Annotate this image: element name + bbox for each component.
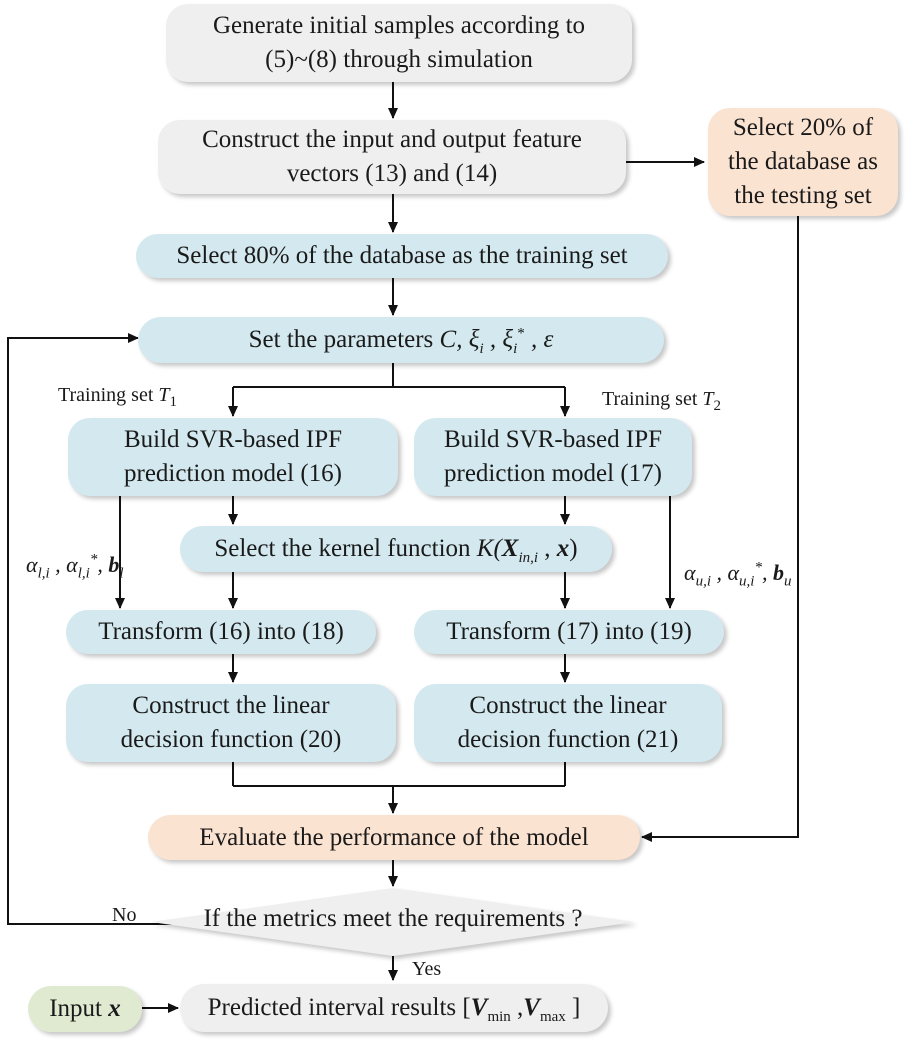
kernel-function-label: Select the kernel function K(Xin,i , x)	[214, 532, 577, 566]
alpha-right-label: αu,i , αu,i*, bu	[684, 559, 792, 590]
build-right-line2: prediction model (17)	[444, 460, 662, 487]
transform-right-box: Transform (17) into (19)	[414, 610, 724, 654]
build-model-right-box: Build SVR-based IPF prediction model (17…	[414, 418, 692, 496]
alpha-l-star: α	[66, 552, 78, 577]
generate-samples-box: Generate initial samples according to (5…	[166, 4, 632, 82]
decision-function-left-box: Construct the linear decision function (…	[66, 684, 396, 762]
kernel-prefix: Select the kernel function	[214, 535, 477, 562]
decision-function-right-box: Construct the linear decision function (…	[414, 684, 722, 762]
transform-right-label: Transform (17) into (19)	[446, 618, 692, 645]
decision-left-line2: decision function (20)	[120, 726, 342, 753]
construct-vectors-box: Construct the input and output feature v…	[158, 120, 626, 194]
training-t2-sub: 2	[713, 398, 722, 414]
results-v2-sub: max	[539, 1009, 566, 1025]
alpha-u-star-sub: u,i	[739, 573, 755, 590]
generate-line2: (5)~(8) through simulation	[265, 46, 533, 73]
decision-left-line1: Construct the linear	[132, 692, 330, 719]
training-t1-sub: 1	[169, 394, 178, 410]
yes-label: Yes	[412, 958, 442, 980]
testing-set-line2: the database as	[728, 148, 878, 175]
results-v1-sub: min	[487, 1009, 511, 1025]
b-u-sub: u	[783, 573, 792, 590]
build-model-left-box: Build SVR-based IPF prediction model (16…	[68, 418, 398, 496]
alpha-u-sep: ,	[710, 560, 728, 585]
kernel-x: x	[556, 535, 570, 562]
training-set-t2-label: Training set T2	[602, 388, 722, 414]
alpha-u-star: α	[727, 560, 740, 585]
evaluate-label: Evaluate the performance of the model	[199, 823, 589, 851]
kernel-close: )	[569, 535, 578, 562]
results-v2: V	[523, 994, 540, 1021]
training-t1-var: T	[158, 384, 170, 406]
set-parameters-label: Set the parameters C, ξi , ξi* , ε	[249, 323, 554, 357]
testing-set-box: Select 20% of the database as the testin…	[708, 108, 898, 216]
results-prefix: Predicted interval results [	[207, 994, 471, 1021]
generate-line1: Generate initial samples according to	[212, 12, 586, 39]
set-parameters-box: Set the parameters C, ξi , ξi* , ε	[138, 317, 664, 363]
alpha-l-sub: l,i	[37, 565, 50, 582]
param-xi-star: , ξ	[483, 326, 514, 353]
predicted-results-box: Predicted interval results [Vmin ,Vmax ]	[180, 984, 608, 1032]
training-t2-text: Training set	[602, 388, 703, 410]
build-left-line1: Build SVR-based IPF	[123, 426, 343, 453]
transform-left-box: Transform (16) into (18)	[66, 610, 376, 654]
kernel-func: K(	[476, 535, 502, 562]
param-epsilon: , ε	[524, 326, 554, 353]
alpha-u: α	[684, 560, 696, 585]
construct-vectors-line2: vectors (13) and (14)	[286, 160, 498, 187]
build-right-line1: Build SVR-based IPF	[443, 426, 663, 453]
kernel-X: X	[501, 535, 519, 562]
arrow-testing-to-evaluate	[641, 216, 799, 842]
testing-set-line3: the testing set	[734, 182, 872, 209]
input-x-box: Input x	[28, 986, 142, 1032]
param-xi-sub: i	[479, 341, 484, 357]
decision-diamond	[151, 888, 635, 956]
results-v1: V	[470, 994, 488, 1021]
results-label: Predicted interval results [Vmin ,Vmax ]	[208, 991, 581, 1025]
b-u: b	[772, 560, 784, 585]
decision-right-line1: Construct the linear	[469, 692, 667, 719]
training-t2-var: T	[702, 388, 714, 410]
transform-left-label: Transform (16) into (18)	[98, 618, 344, 645]
testing-set-line1: Select 20% of	[732, 114, 874, 141]
build-left-line2: prediction model (16)	[124, 460, 342, 487]
training-t1-text: Training set	[58, 384, 159, 406]
kernel-function-box: Select the kernel function K(Xin,i , x)	[180, 526, 612, 572]
b-l: b	[108, 552, 120, 577]
training-set-t1-label: Training set T1	[58, 384, 178, 410]
alpha-l: α	[26, 552, 38, 577]
kernel-X-sub: in,i	[518, 550, 539, 566]
training-set-box: Select 80% of the database as the traini…	[136, 234, 668, 278]
alpha-left-label: αl,i , αl,i*, bl	[26, 551, 124, 582]
kernel-comma: ,	[538, 535, 557, 562]
arrow-no-loop-to-params	[7, 333, 183, 925]
b-l-sub: l	[119, 565, 124, 582]
param-c-xi: C, ξ	[439, 326, 480, 353]
alpha-l-sep: ,	[49, 552, 67, 577]
alpha-l-star-sup: *	[89, 551, 98, 568]
construct-vectors-line1: Construct the input and output feature	[202, 126, 582, 153]
results-close: ]	[565, 994, 581, 1021]
training-set-label: Select 80% of the database as the traini…	[176, 242, 628, 269]
alpha-u-sub: u,i	[695, 573, 711, 590]
param-star: *	[517, 325, 525, 342]
decision-right-line2: decision function (21)	[457, 726, 679, 753]
alpha-l-star-sub: l,i	[77, 565, 90, 582]
alpha-u-star-sup: *	[754, 559, 762, 576]
input-x-label: Input x	[49, 992, 121, 1026]
set-parameters-prefix: Set the parameters	[248, 326, 440, 353]
no-label: No	[112, 904, 137, 926]
param-xi-star-sub: i	[513, 341, 518, 357]
input-var: x	[108, 995, 121, 1022]
evaluate-model-box: Evaluate the performance of the model	[148, 815, 640, 860]
results-comma: ,	[510, 994, 524, 1021]
input-prefix: Input	[49, 995, 109, 1022]
decision-diamond-label: If the metrics meet the requirements ?	[203, 905, 583, 932]
